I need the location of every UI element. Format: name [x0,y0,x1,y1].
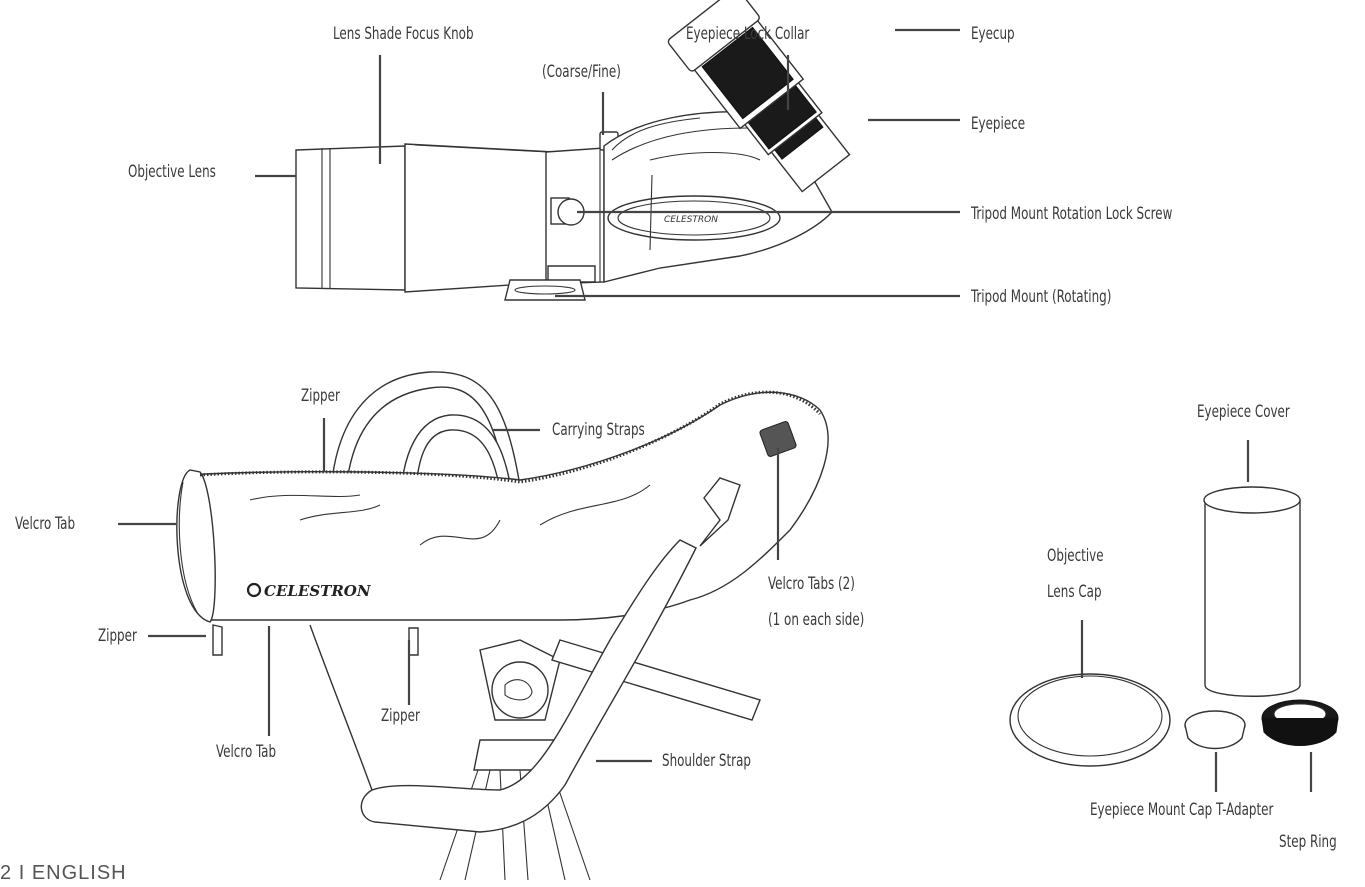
carry-bag-illustration: CELESTRON [176,371,829,881]
page-footer: 2 I ENGLISH [0,862,127,885]
label-carrying-straps: Carrying Straps [552,420,645,440]
accessories-leader-lines [1080,440,1313,792]
label-velcro-tab-left: Velcro Tab [15,514,76,534]
spotting-scope-illustration: CELESTRON [295,0,851,301]
label-shoulder-strap: Shoulder Strap [662,751,751,771]
label-lens-shade-focus-knob: Lens Shade Focus Knob [333,24,474,44]
label-objective-lens-cap-line2: Lens Cap [1047,582,1102,602]
label-coarse-fine: (Coarse/Fine) [542,62,621,82]
label-eyepiece: Eyepiece [971,114,1026,134]
scope-brand-mark: CELESTRON [664,215,718,225]
label-objective-lens: Objective Lens [128,162,216,182]
label-zipper-top: Zipper [301,386,340,406]
label-tripod-mount-rotation-lock-screw: Tripod Mount Rotation Lock Screw [971,204,1173,224]
label-eyepiece-cover: Eyepiece Cover [1197,402,1290,422]
label-eyecup: Eyecup [971,24,1015,44]
label-step-ring: Step Ring [1279,832,1337,852]
label-velcro-tabs-2: Velcro Tabs (2) [768,574,855,594]
label-velcro-tab-bottom: Velcro Tab [216,742,277,762]
label-objective-lens-cap-line1: Objective [1047,546,1104,566]
svg-text:CELESTRON: CELESTRON [264,582,372,600]
bag-brand-logo: CELESTRON [246,582,372,600]
page-number: 2 [0,862,13,884]
footer-separator: I [18,862,26,884]
accessories-illustration [1009,486,1339,767]
label-one-on-each-side: (1 on each side) [768,610,865,630]
label-eyepiece-mount-cap-t-adapter: Eyepiece Mount Cap T-Adapter [1090,800,1274,820]
footer-language: ENGLISH [31,862,127,884]
bag-leader-lines [118,418,780,763]
label-eyepiece-lock-collar: Eyepiece Lock Collar [686,24,810,44]
label-tripod-mount-rotating: Tripod Mount (Rotating) [971,287,1112,307]
scope-leader-lines [255,28,960,298]
label-zipper-bottom: Zipper [381,706,420,726]
label-zipper-left: Zipper [98,626,137,646]
